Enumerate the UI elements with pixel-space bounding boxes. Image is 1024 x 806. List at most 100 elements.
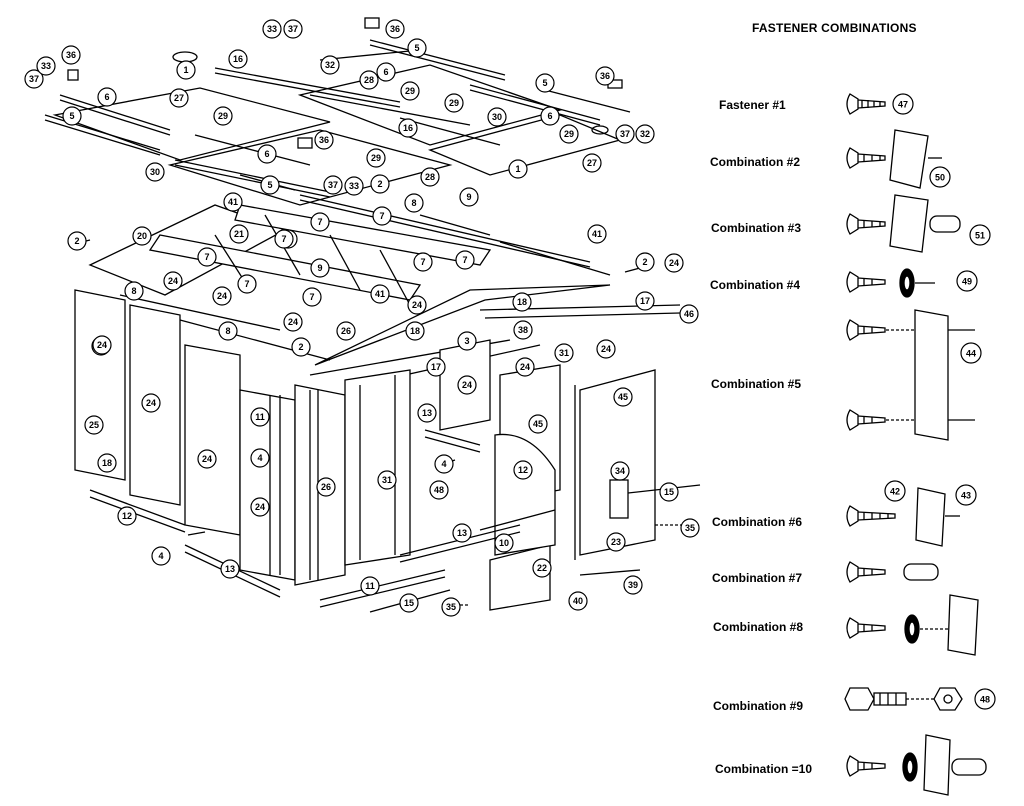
part-callout: 24 (664, 253, 684, 273)
part-callout: 37 (24, 69, 44, 89)
part-callout: 24 (250, 497, 270, 517)
part-number: 24 (412, 300, 422, 310)
part-number: 20 (137, 231, 147, 241)
part-number: 7 (309, 292, 314, 302)
fastener-part-callout: 51 (969, 224, 991, 246)
part-callout: 29 (400, 81, 420, 101)
part-number: 31 (559, 348, 569, 358)
part-callout: 3 (457, 331, 477, 351)
part-number: 26 (321, 482, 331, 492)
part-callout: 24 (515, 357, 535, 377)
part-callout: 37 (323, 175, 343, 195)
part-number: 9 (317, 263, 322, 273)
part-number: 34 (615, 466, 625, 476)
part-number: 9 (466, 192, 471, 202)
part-callout: 9 (310, 258, 330, 278)
part-callout: 22 (532, 558, 552, 578)
part-callout: 18 (97, 453, 117, 473)
part-callout: 24 (407, 295, 427, 315)
fastener-combination-label: Combination #7 (712, 571, 803, 585)
part-callout: 38 (513, 320, 533, 340)
part-number: 7 (317, 217, 322, 227)
part-number: 37 (620, 129, 630, 139)
part-callout: 7 (413, 252, 433, 272)
part-number: 40 (573, 596, 583, 606)
fastener-combination-label: Combination #8 (713, 620, 804, 634)
part-number: 38 (518, 325, 528, 335)
part-callout: 5 (62, 106, 82, 126)
part-number: 26 (341, 326, 351, 336)
part-callout: 4 (250, 448, 270, 468)
part-number: 7 (281, 234, 286, 244)
part-callout: 28 (359, 70, 379, 90)
part-number: 27 (174, 93, 184, 103)
part-callout: 29 (559, 124, 579, 144)
part-number: 37 (328, 180, 338, 190)
part-number: 36 (600, 71, 610, 81)
part-number: 2 (74, 236, 79, 246)
part-callout: 33 (262, 19, 282, 39)
part-number: 43 (961, 490, 971, 500)
part-callout: 24 (596, 339, 616, 359)
part-number: 12 (518, 465, 528, 475)
part-callout: 5 (260, 175, 280, 195)
part-number: 6 (104, 92, 109, 102)
part-number: 18 (517, 297, 527, 307)
part-number: 18 (410, 326, 420, 336)
part-callout: 40 (568, 591, 588, 611)
part-callout: 13 (220, 559, 240, 579)
part-number: 13 (457, 528, 467, 538)
part-callout: 35 (680, 518, 700, 538)
fastener-combination-label: Combination #4 (710, 278, 801, 292)
part-number: 8 (225, 326, 230, 336)
fastener-part-callout: 43 (955, 484, 977, 506)
part-number: 45 (533, 419, 543, 429)
fastener-combination-label: Combination #6 (712, 515, 803, 529)
part-number: 11 (255, 412, 265, 422)
fastener-combination-label: Combination #5 (711, 377, 802, 391)
part-callout: 12 (513, 460, 533, 480)
part-callout: 1 (508, 159, 528, 179)
part-number: 7 (420, 257, 425, 267)
fastener-part-callout: 42 (884, 480, 906, 502)
part-number: 35 (446, 602, 456, 612)
part-callout: 36 (385, 19, 405, 39)
part-number: 3 (464, 336, 469, 346)
part-callout: 7 (372, 206, 392, 226)
part-callout: 6 (97, 87, 117, 107)
part-number: 24 (97, 340, 107, 350)
part-number: 50 (935, 172, 945, 182)
part-number: 37 (29, 74, 39, 84)
fastener-combination-label: Combination #2 (710, 155, 801, 169)
fastener-combination-label: Combination #9 (713, 699, 804, 713)
part-callout: 2 (291, 337, 311, 357)
part-callout: 13 (452, 523, 472, 543)
part-callout: 41 (587, 224, 607, 244)
part-callout: 17 (635, 291, 655, 311)
fastener-combination-label: Combination #3 (711, 221, 802, 235)
part-number: 13 (422, 408, 432, 418)
part-number: 32 (325, 60, 335, 70)
part-callout: 2 (635, 252, 655, 272)
exploded-parts-drawing (44, 17, 701, 613)
part-number: 7 (379, 211, 384, 221)
part-number: 10 (499, 538, 509, 548)
fastener-part-callout: 44 (960, 342, 982, 364)
part-callout: 18 (512, 292, 532, 312)
part-number: 46 (684, 309, 694, 319)
part-number: 1 (183, 65, 188, 75)
part-number: 7 (244, 279, 249, 289)
part-callout: 6 (257, 144, 277, 164)
part-callout: 29 (444, 93, 464, 113)
part-callout: 11 (360, 576, 380, 596)
part-callout: 33 (36, 56, 56, 76)
part-callout: 27 (582, 153, 602, 173)
part-callout: 1 (176, 60, 196, 80)
fastener-part-callout: 48 (974, 688, 996, 710)
part-callout: 8 (404, 193, 424, 213)
part-callout: 30 (145, 162, 165, 182)
part-number: 6 (264, 149, 269, 159)
part-callout: 8 (218, 321, 238, 341)
